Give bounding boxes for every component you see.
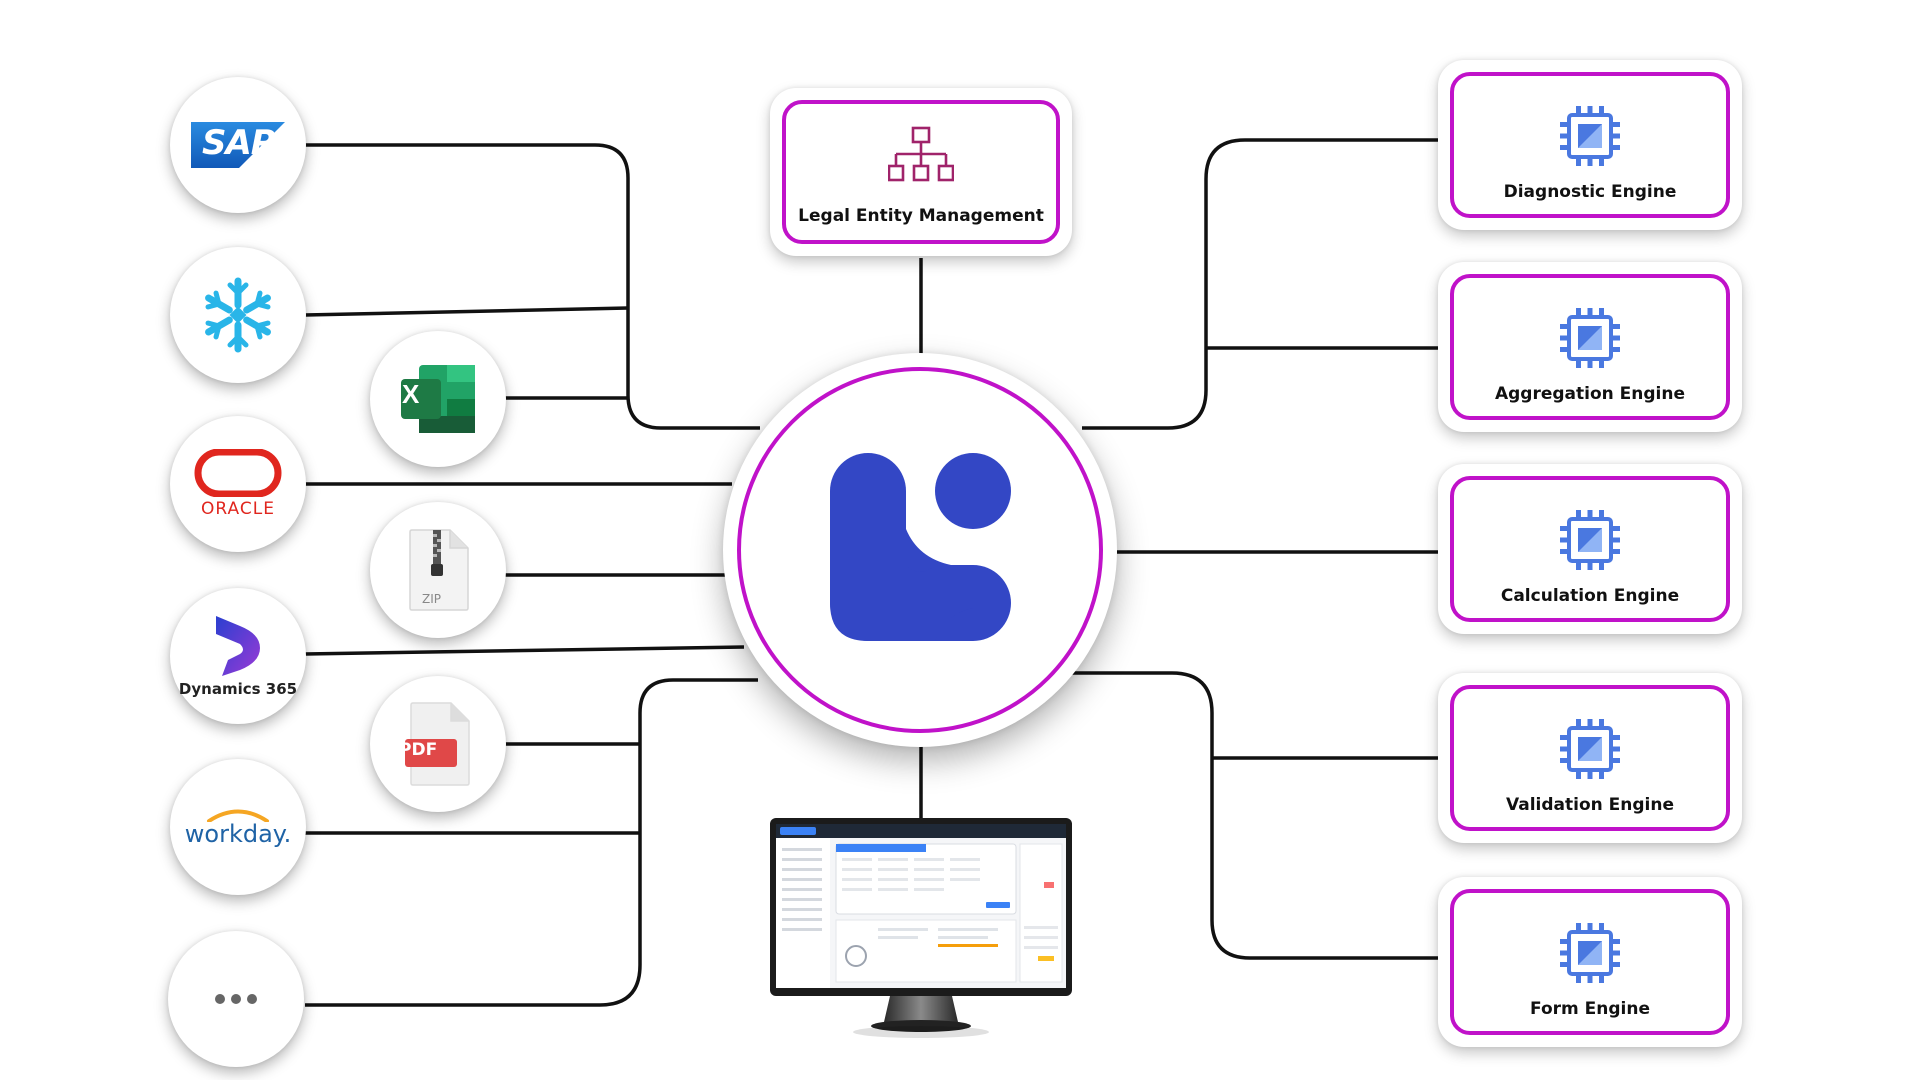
legal-entity-card-border: Legal Entity Management xyxy=(782,100,1060,244)
diagnostic-engine-card-border: Diagnostic Engine xyxy=(1450,72,1730,218)
connector-dynamics xyxy=(304,645,745,656)
more-dots-icon xyxy=(215,994,257,1004)
sap-logo-icon xyxy=(191,122,285,168)
sap-node: SAP xyxy=(170,77,306,213)
sap-logo-text: SAP xyxy=(202,123,276,163)
diagnostic-engine-label: Diagnostic Engine xyxy=(1503,182,1677,202)
validation-engine-label: Validation Engine xyxy=(1506,795,1674,815)
validation-engine-card-border: Validation Engine xyxy=(1450,685,1730,831)
chip-icon xyxy=(1560,510,1620,570)
hub-ring xyxy=(737,367,1103,733)
workday-node: workday. xyxy=(170,759,306,895)
form-engine-card-border: Form Engine xyxy=(1450,889,1730,1035)
chip-icon xyxy=(1560,106,1620,166)
pdf-file-label: PDF xyxy=(399,740,438,760)
form-engine-label: Form Engine xyxy=(1530,999,1650,1019)
zip-file-icon xyxy=(409,529,469,611)
calculation-engine-label: Calculation Engine xyxy=(1500,586,1680,606)
chip-icon xyxy=(1560,923,1620,983)
chip-icon xyxy=(1560,719,1620,779)
pdf-file-icon xyxy=(405,702,470,786)
excel-icon xyxy=(401,365,475,433)
validation-engine-card: Validation Engine xyxy=(1438,673,1742,843)
connector-validation-form xyxy=(1072,671,1438,960)
oracle-logo-text: ORACLE xyxy=(201,499,275,519)
calculation-engine-card-border: Calculation Engine xyxy=(1450,476,1730,622)
central-hub xyxy=(723,353,1117,747)
form-engine-card: Form Engine xyxy=(1438,877,1742,1047)
chip-icon xyxy=(1560,308,1620,368)
excel-icon-letter: X xyxy=(402,379,420,409)
pdf-node: PDF xyxy=(370,676,506,812)
dynamics-365-logo-icon xyxy=(216,616,260,676)
zip-node: ZIP xyxy=(370,502,506,638)
aggregation-engine-label: Aggregation Engine xyxy=(1494,384,1686,404)
aggregation-engine-card-border: Aggregation Engine xyxy=(1450,274,1730,420)
oracle-logo-icon xyxy=(194,449,282,497)
connector-more xyxy=(305,678,758,1007)
zip-file-label: ZIP xyxy=(422,592,441,606)
dynamics-node: Dynamics 365 xyxy=(170,588,306,724)
snowflake-logo-icon xyxy=(196,277,280,357)
legal-entity-card: Legal Entity Management xyxy=(770,88,1072,256)
aggregation-engine-card: Aggregation Engine xyxy=(1438,262,1742,432)
snowflake-node xyxy=(170,247,306,383)
connector-sap xyxy=(305,143,760,430)
calculation-engine-card: Calculation Engine xyxy=(1438,464,1742,634)
connector-snowflake xyxy=(304,306,629,317)
dynamics-label: Dynamics 365 xyxy=(178,680,298,698)
oracle-node: ORACLE xyxy=(170,416,306,552)
connector-diagnostic xyxy=(1082,138,1438,430)
workday-arc-icon xyxy=(207,809,269,822)
desktop-monitor-icon xyxy=(770,818,1072,1038)
diagnostic-engine-card: Diagnostic Engine xyxy=(1438,60,1742,230)
org-chart-icon xyxy=(888,126,954,182)
more-node xyxy=(168,931,304,1067)
workday-logo-text: workday. xyxy=(184,820,292,848)
excel-node: X xyxy=(370,331,506,467)
central-logo-icon xyxy=(830,453,1011,641)
legal-entity-label: Legal Entity Management xyxy=(798,206,1044,226)
